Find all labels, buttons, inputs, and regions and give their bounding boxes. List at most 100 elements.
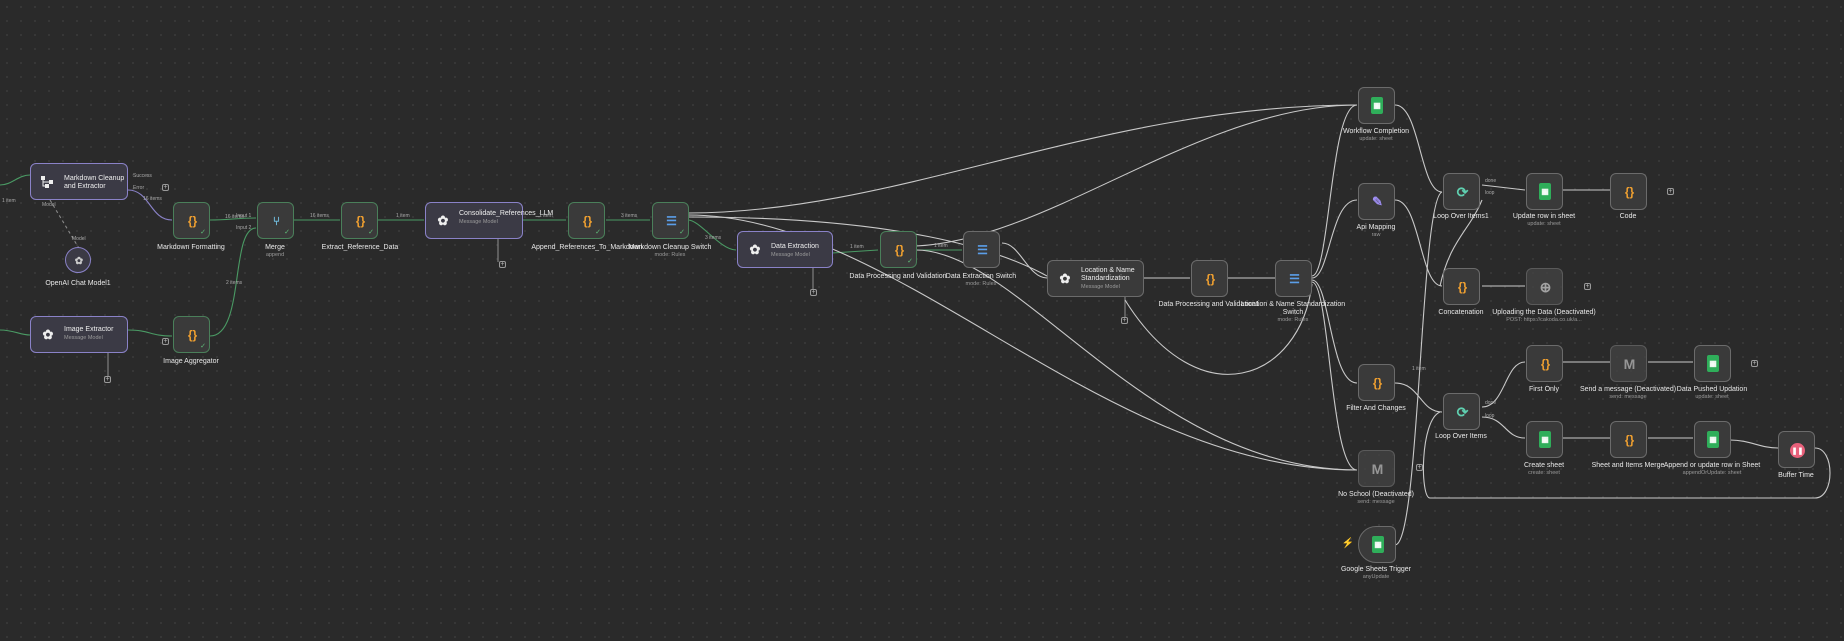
add-node-button[interactable]: + <box>1751 360 1758 367</box>
api-mapping-node[interactable]: ✎ <box>1358 183 1395 220</box>
edge-label: 16 items <box>310 213 329 219</box>
extract-reference-node[interactable]: {} ✓ <box>341 202 378 239</box>
node-label: Code <box>1619 213 1637 220</box>
location-standardization-node[interactable]: ✿ Location & Name Standardization Messag… <box>1047 260 1144 297</box>
loop-over-items1-node[interactable]: ⟳ <box>1443 173 1480 210</box>
code-icon: {} <box>1540 357 1551 371</box>
add-node-button[interactable]: + <box>162 338 169 345</box>
markdown-formatting-node[interactable]: {} ✓ <box>173 202 210 239</box>
port-label-loop: loop <box>1485 413 1495 419</box>
node-label-wrap: Api Mapping raw <box>1316 224 1436 239</box>
google-sheets-trigger-node[interactable]: ▦ <box>1358 526 1396 563</box>
node-label: Image Aggregator <box>163 358 219 365</box>
no-school-node[interactable]: M <box>1358 450 1395 487</box>
markdown-switch-node[interactable]: ☰ ✓ <box>652 202 689 239</box>
success-check-icon: ✓ <box>595 229 601 236</box>
first-only-node[interactable]: {} <box>1526 345 1563 382</box>
node-label-wrap: Uploading the Data (Deactivated) POST: h… <box>1484 309 1604 324</box>
markdown-extractor-node[interactable]: Markdown Cleanup and Extractor <box>30 163 128 200</box>
openai-chat-model-node[interactable]: ✿ <box>65 247 91 273</box>
node-sub: mode: Rules <box>1277 317 1309 323</box>
port-label-input2: Input 2 <box>236 225 252 231</box>
gmail-icon: M <box>1371 461 1384 477</box>
port-label-loop: loop <box>1485 190 1495 196</box>
send-message-node[interactable]: M <box>1610 345 1647 382</box>
success-check-icon: ✓ <box>679 229 685 236</box>
node-label-wrap: Send a message (Deactivated) send: messa… <box>1568 386 1688 401</box>
sheet-items-merge-node[interactable]: {} <box>1610 421 1647 458</box>
add-node-button[interactable]: + <box>810 289 817 296</box>
data-processing-node[interactable]: {} ✓ <box>880 231 917 268</box>
image-extractor-node[interactable]: ✿ Image Extractor Message Model <box>30 316 128 353</box>
edge-label: 1 item <box>934 243 948 249</box>
port-label-done: done <box>1485 400 1497 406</box>
concatenation-node[interactable]: {} <box>1443 268 1480 305</box>
sheets-icon: ▦ <box>1707 431 1719 448</box>
node-label: OpenAI Chat Model1 <box>45 280 111 287</box>
node-sub: mode: Rules <box>654 252 686 258</box>
globe-icon: ⊕ <box>1539 278 1552 295</box>
openai-icon: ✿ <box>74 255 84 267</box>
add-node-button[interactable]: + <box>1121 317 1128 324</box>
edge-label: 16 items <box>225 214 244 220</box>
node-label: Loop Over Items <box>1435 433 1487 440</box>
node-sub: create: sheet <box>1528 470 1560 476</box>
node-label-wrap: Image Extractor Message Model <box>64 326 126 342</box>
merge-node[interactable]: ⑂ ✓ <box>257 202 294 239</box>
edge-label: 3 items <box>621 213 638 219</box>
add-node-button[interactable]: + <box>1667 188 1674 195</box>
data-processing1-node[interactable]: {} <box>1191 260 1228 297</box>
bolt-icon: ⚡ <box>1341 537 1355 549</box>
code-icon: {} <box>1624 433 1635 447</box>
node-label: Workflow Completion <box>1342 128 1409 135</box>
append-update-node[interactable]: ▦ <box>1694 421 1731 458</box>
loop-over-items-node[interactable]: ⟳ <box>1443 393 1480 430</box>
openai-icon: ✿ <box>1059 271 1071 286</box>
create-sheet-node[interactable]: ▦ <box>1526 421 1563 458</box>
data-extraction-node[interactable]: ✿ Data Extraction Message Model <box>737 231 833 268</box>
node-label-wrap: No School (Deactivated) send: message <box>1316 491 1436 506</box>
node-label: Concatenation <box>1438 309 1484 316</box>
sheets-icon: ▦ <box>1372 536 1384 553</box>
node-label-wrap: Google Sheets Trigger anyUpdate <box>1316 566 1436 581</box>
edge-label: 3 items <box>705 235 722 241</box>
consolidate-references-node[interactable]: ✿ Consolidate_References_LLM Message Mod… <box>425 202 553 239</box>
node-label-wrap: Create sheet create: sheet <box>1484 462 1604 477</box>
add-node-button[interactable]: + <box>104 376 111 383</box>
node-label: Filter And Changes <box>1346 405 1406 412</box>
add-node-button[interactable]: + <box>499 261 506 268</box>
gmail-icon: M <box>1623 356 1636 372</box>
sheets-icon: ▦ <box>1539 431 1551 448</box>
node-sub: Message Model <box>1081 284 1120 290</box>
node-label: Append_References_To_Markdown <box>531 244 643 251</box>
uploading-data-node[interactable]: ⊕ <box>1526 268 1563 305</box>
add-node-button[interactable]: + <box>1416 464 1423 471</box>
node-label: Append or update row in Sheet <box>1663 462 1761 469</box>
append-references-node[interactable]: {} ✓ <box>568 202 605 239</box>
location-switch-node[interactable]: ☰ <box>1275 260 1312 297</box>
filter-changes-node[interactable]: {} <box>1358 364 1395 401</box>
switch-icon: ☰ <box>977 243 988 257</box>
node-label: Google Sheets Trigger <box>1340 566 1412 573</box>
image-aggregator-node[interactable]: {} ✓ <box>173 316 210 353</box>
code-node[interactable]: {} <box>1610 173 1647 210</box>
pause-icon: ❚❚ <box>1790 443 1805 458</box>
node-label: Create sheet <box>1523 462 1565 469</box>
node-label-wrap: Markdown Cleanup Switch mode: Rules <box>610 244 730 259</box>
node-label: Update row in sheet <box>1512 213 1576 220</box>
node-label: Send a message (Deactivated) <box>1579 386 1677 393</box>
add-node-button[interactable]: + <box>162 184 169 191</box>
node-label: Data Pushed Updation <box>1676 386 1748 393</box>
data-extraction-switch-node[interactable]: ☰ <box>963 231 1000 268</box>
node-sub: send: message <box>1357 499 1395 505</box>
buffer-time-node[interactable]: ❚❚ <box>1778 431 1815 468</box>
node-label-wrap: Merge append <box>215 244 335 259</box>
switch-icon: ☰ <box>666 214 677 228</box>
node-label-wrap: Location & Name Standardization Message … <box>1081 267 1143 291</box>
success-check-icon: ✓ <box>907 258 913 265</box>
data-pushed-node[interactable]: ▦ <box>1694 345 1731 382</box>
update-row-node[interactable]: ▦ <box>1526 173 1563 210</box>
add-node-button[interactable]: + <box>1584 283 1591 290</box>
workflow-completion-node[interactable]: ▦ <box>1358 87 1395 124</box>
